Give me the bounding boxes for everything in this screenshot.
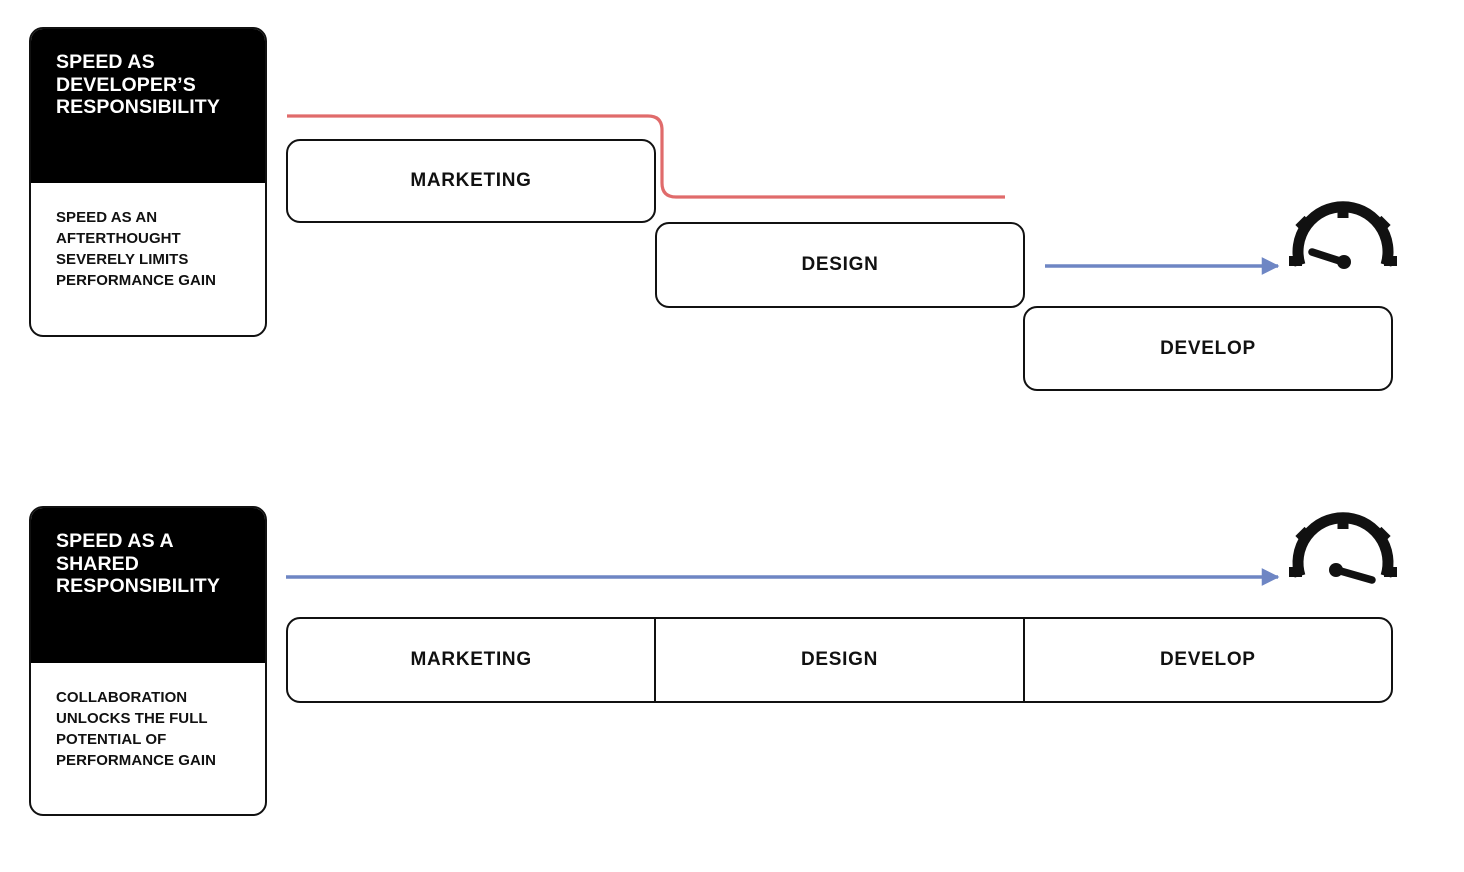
phase-box-design-sequential[interactable]: DESIGN [655,222,1025,308]
card-shared-responsibility-body: COLLABORATION UNLOCKS THE FULL POTENTIAL… [31,663,265,795]
phase-segment-design-shared[interactable]: DESIGN [654,619,1022,701]
phase-label: DEVELOP [1159,649,1256,670]
card-developer-responsibility-heading: SPEED AS DEVELOPER’S RESPONSIBILITY [31,29,265,183]
phase-box-develop-sequential[interactable]: DEVELOP [1023,306,1393,391]
phase-segment-develop-shared[interactable]: DEVELOP [1022,619,1391,701]
speedometer-slow-icon [1289,201,1397,269]
phase-label: DESIGN [800,649,879,670]
card-developer-responsibility-body: SPEED AS AN AFTERTHOUGHT SEVERELY LIMITS… [31,183,265,315]
phase-label: DEVELOP [1160,337,1256,359]
phase-segment-marketing-shared[interactable]: MARKETING [288,619,654,701]
phase-label: MARKETING [410,649,532,670]
card-developer-responsibility: SPEED AS DEVELOPER’S RESPONSIBILITY SPEE… [29,27,267,337]
phase-label: DESIGN [801,254,879,275]
phase-box-marketing-sequential[interactable]: MARKETING [286,139,656,223]
card-shared-responsibility-heading: SPEED AS A SHARED RESPONSIBILITY [31,508,265,663]
joined-phase-bar-shared: MARKETING DESIGN DEVELOP [286,617,1393,703]
phase-label: MARKETING [410,170,532,191]
speedometer-fast-icon [1289,512,1397,584]
card-shared-responsibility: SPEED AS A SHARED RESPONSIBILITY COLLABO… [29,506,267,816]
